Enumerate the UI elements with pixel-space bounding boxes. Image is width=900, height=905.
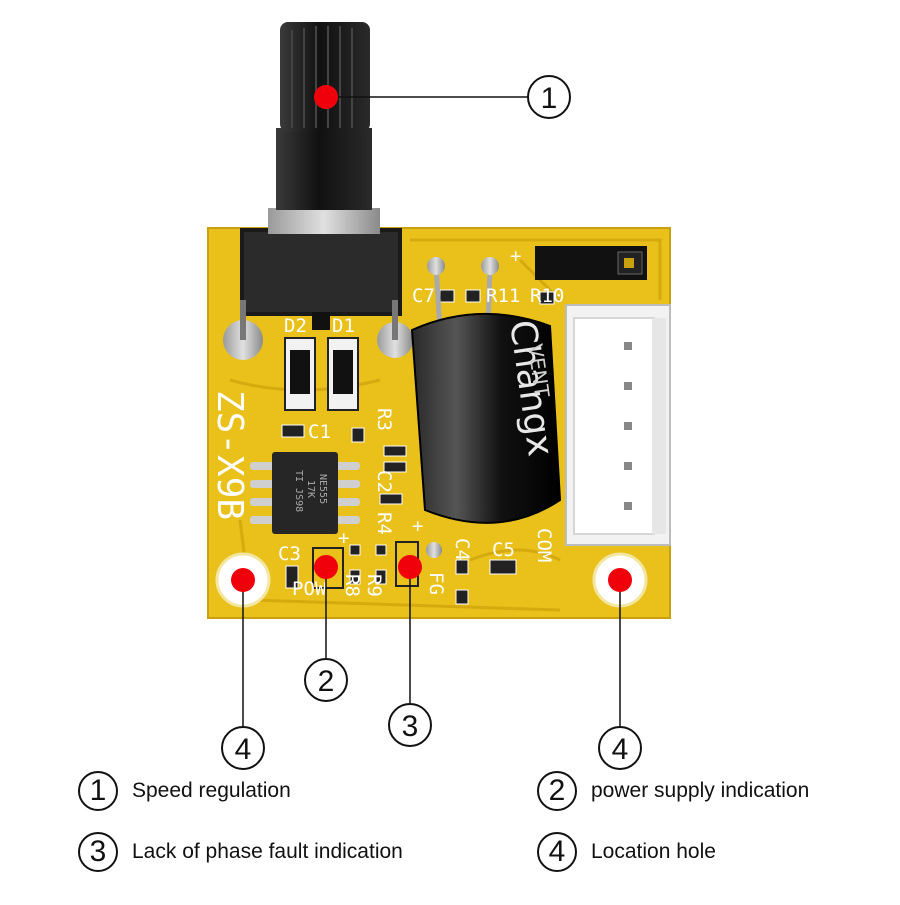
legend-label: Lack of phase fault indication — [132, 840, 403, 863]
silk-c2: C2 — [373, 470, 395, 493]
legend-number: 4 — [537, 832, 577, 872]
smd-components — [281, 289, 555, 605]
legend-label: Location hole — [591, 840, 716, 863]
legend-number: 3 — [78, 832, 118, 872]
ic-chip: NE555 17K TI JS98 — [250, 452, 360, 534]
legend-label: Speed regulation — [132, 779, 291, 802]
silk-r8: R8 — [341, 574, 363, 597]
marker-speed-regulation — [314, 85, 338, 109]
silk-d2: D2 — [284, 315, 307, 337]
callout-4-right: 4 — [598, 726, 642, 770]
legend-item-phase-fault-indication: 3 Lack of phase fault indication — [78, 832, 403, 872]
silk-c7: C7 — [412, 285, 435, 307]
leader-lines — [242, 96, 621, 727]
led-pow — [312, 547, 344, 589]
silk-c4: C4 — [451, 538, 473, 561]
legend-item-power-supply-indication: 2 power supply indication — [537, 771, 809, 811]
callout-number: 1 — [541, 82, 558, 115]
silk-c3: C3 — [278, 543, 301, 565]
legend-item-location-hole: 4 Location hole — [537, 832, 716, 872]
silk-plus-cap: + — [510, 245, 521, 267]
silk-c1: C1 — [308, 421, 331, 443]
silk-r3: R3 — [373, 408, 395, 431]
silk-r4: R4 — [373, 512, 395, 535]
marker-power-indication — [314, 555, 338, 579]
marker-location-hole-right — [608, 568, 632, 592]
electrolytic-capacitor: Changx VENT — [410, 257, 562, 524]
legend-number: 1 — [78, 771, 118, 811]
callout-number: 4 — [612, 733, 629, 766]
jumper-header — [535, 246, 647, 280]
diode-d2 — [284, 337, 316, 411]
callout-number: 4 — [235, 733, 252, 766]
legend-item-speed-regulation: 1 Speed regulation — [78, 771, 291, 811]
silk-model: ZS-X9B — [209, 390, 250, 520]
legend-number: 2 — [537, 771, 577, 811]
callout-number: 3 — [402, 710, 419, 743]
silk-r10: R10 — [530, 285, 564, 307]
chip-marking-3: TI JS98 — [293, 470, 304, 512]
silk-c5: C5 — [492, 539, 515, 561]
diode-d1 — [327, 337, 359, 411]
connector-header — [565, 304, 671, 546]
silk-com: COM — [533, 528, 555, 562]
potentiometer — [223, 22, 413, 360]
marker-phase-fault-indication — [398, 555, 422, 579]
markers — [231, 85, 632, 592]
callout-2: 2 — [304, 658, 348, 702]
legend-label: power supply indication — [591, 779, 810, 802]
callout-3: 3 — [388, 703, 432, 747]
chip-marking-2: 17K — [305, 480, 316, 498]
silk-pow: POW — [292, 578, 327, 600]
silk-plus-fg: + — [412, 515, 423, 537]
callout-1: 1 — [527, 75, 571, 119]
chip-marking-1: NE555 — [317, 474, 328, 504]
silk-r11: R11 — [486, 285, 520, 307]
silk-r9: R9 — [363, 574, 385, 597]
callout-4-left: 4 — [221, 726, 265, 770]
marker-location-hole-left — [231, 568, 255, 592]
silk-plus-pow: + — [338, 527, 349, 549]
callout-number: 2 — [318, 665, 335, 698]
silk-d1: D1 — [332, 315, 355, 337]
silk-fg: FG — [425, 572, 447, 595]
